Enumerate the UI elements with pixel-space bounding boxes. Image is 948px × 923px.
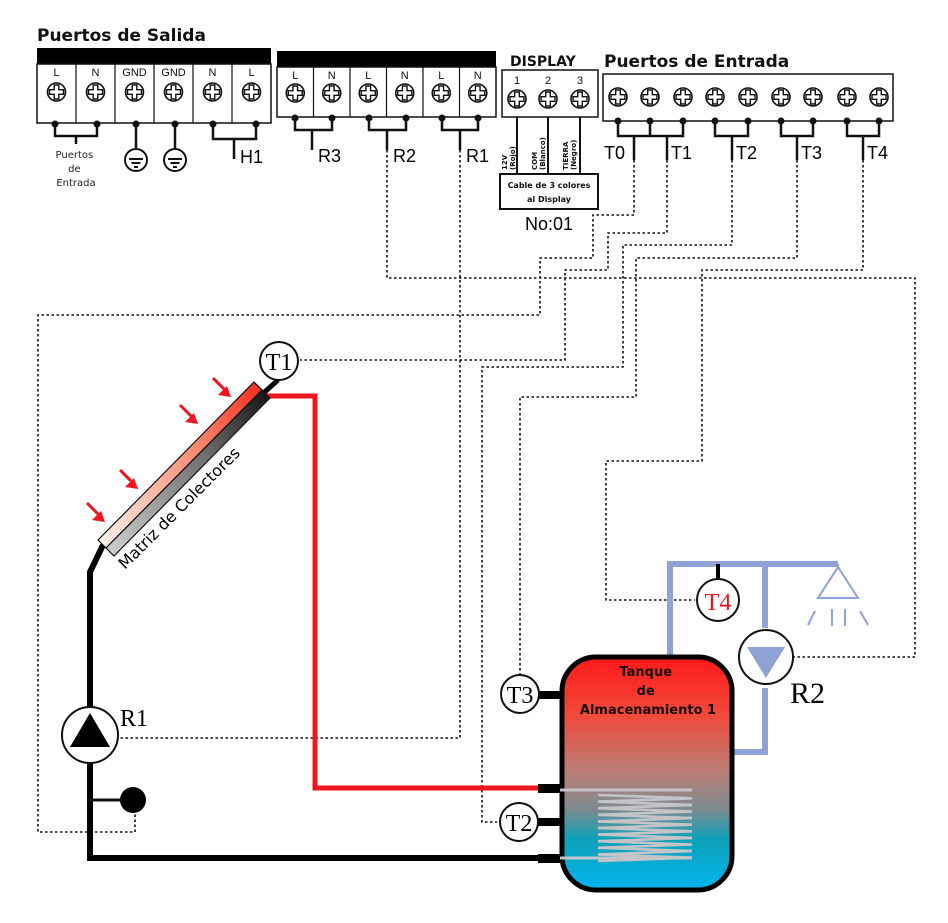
terminal-label: GND bbox=[122, 67, 147, 79]
t3-label: T3 bbox=[801, 143, 822, 163]
collector-return-pipe bbox=[87, 543, 560, 861]
sensor-t1: T1 bbox=[259, 341, 299, 381]
input-ports-note: Puertos de Entrada bbox=[56, 150, 97, 189]
output-ports-heading: Puertos de Salida bbox=[37, 26, 206, 46]
terminal-label: L bbox=[292, 70, 298, 82]
sun-arrow-icons bbox=[85, 376, 231, 522]
pump-r1-label: R1 bbox=[120, 706, 148, 732]
hot-water-pipes bbox=[667, 561, 838, 755]
h1-label: H1 bbox=[240, 147, 263, 167]
t2-label: T2 bbox=[736, 143, 757, 163]
expansion-vessel bbox=[90, 787, 146, 813]
screw-icon bbox=[321, 83, 342, 103]
svg-text:Cable de 3 colores: Cable de 3 colores bbox=[508, 181, 591, 190]
t1-label: T1 bbox=[671, 143, 692, 163]
wire-com-label: COM(Blanco) bbox=[531, 137, 547, 170]
output-block-2-connections bbox=[291, 114, 482, 150]
svg-text:al Display: al Display bbox=[527, 195, 572, 204]
input-ports-heading: Puertos de Entrada bbox=[604, 52, 789, 72]
screw-icon bbox=[431, 83, 452, 103]
terminal-label: N bbox=[474, 70, 482, 82]
screw-icon bbox=[738, 87, 758, 107]
display-heading: DISPLAY bbox=[510, 54, 577, 70]
terminal-label: L bbox=[248, 67, 254, 79]
output-block-1-connections bbox=[51, 120, 260, 172]
screw-icon bbox=[202, 82, 223, 102]
svg-text:T4: T4 bbox=[705, 590, 732, 616]
screw-icon bbox=[570, 89, 590, 109]
screw-icon bbox=[241, 82, 262, 102]
screw-icon bbox=[285, 83, 306, 103]
heat-exchanger-coil bbox=[558, 788, 693, 863]
screw-icon bbox=[507, 89, 527, 109]
pump-r2-label: R2 bbox=[790, 677, 825, 710]
screw-icon bbox=[640, 87, 660, 107]
ground-icon bbox=[124, 148, 148, 172]
sensor-t4: T4 bbox=[696, 564, 740, 622]
svg-text:T3: T3 bbox=[507, 683, 534, 709]
screw-icon bbox=[608, 87, 628, 107]
screw-icon bbox=[803, 87, 823, 107]
screw-icon bbox=[771, 87, 791, 107]
display-terminal-block: 1 2 3 bbox=[501, 69, 599, 118]
display-wires: 12V(Rojo) COM(Blanco) TIERRA(Negro) bbox=[501, 117, 581, 174]
output-block-1: L N GND GND N L bbox=[36, 48, 272, 124]
tank-connections bbox=[538, 691, 560, 863]
coil-turn bbox=[597, 856, 693, 863]
screw-icon bbox=[705, 87, 725, 107]
signal-wires bbox=[37, 150, 916, 833]
t0-label: T0 bbox=[604, 143, 625, 163]
collector-supply-pipe bbox=[258, 393, 545, 791]
svg-text:T1: T1 bbox=[266, 350, 293, 376]
input-terminal-block bbox=[602, 73, 894, 122]
screw-icon bbox=[837, 87, 857, 107]
r1-label: R1 bbox=[466, 146, 489, 166]
screw-icon bbox=[394, 83, 415, 103]
terminal-label: N bbox=[328, 70, 336, 82]
pump-r1 bbox=[61, 706, 119, 764]
t4-label: T4 bbox=[867, 143, 888, 163]
wire-tierra-label: TIERRA(Negro) bbox=[562, 140, 578, 170]
sensor-t3: T3 bbox=[500, 674, 540, 714]
screw-icon bbox=[869, 87, 889, 107]
wire-12v-label: 12V(Rojo) bbox=[501, 146, 517, 170]
terminal-label: L bbox=[365, 70, 371, 82]
terminal-label: L bbox=[53, 67, 59, 79]
screw-icon bbox=[85, 82, 106, 102]
display-cable-box: Cable de 3 colores al Display bbox=[499, 173, 599, 210]
screw-icon bbox=[538, 89, 558, 109]
svg-text:T2: T2 bbox=[506, 811, 533, 837]
screw-icon bbox=[46, 82, 67, 102]
screw-icon bbox=[163, 82, 184, 102]
shower-icon bbox=[807, 564, 869, 626]
tank-label: Tanque de Almacenamiento 1 bbox=[580, 665, 716, 718]
sensor-t2: T2 bbox=[499, 802, 539, 842]
ground-icon bbox=[163, 148, 187, 172]
solar-collector-array bbox=[97, 381, 271, 557]
svg-text:3: 3 bbox=[577, 75, 583, 87]
svg-text:2: 2 bbox=[545, 75, 551, 87]
svg-text:1: 1 bbox=[514, 75, 520, 87]
pump-r2 bbox=[738, 629, 794, 685]
terminal-label: GND bbox=[161, 67, 186, 79]
screw-icon bbox=[358, 83, 379, 103]
r3-label: R3 bbox=[318, 146, 341, 166]
screw-icon bbox=[467, 83, 488, 103]
display-number: No:01 bbox=[525, 214, 573, 234]
terminal-label: N bbox=[209, 67, 217, 79]
terminal-label: N bbox=[401, 70, 409, 82]
screw-icon bbox=[673, 87, 693, 107]
r2-label: R2 bbox=[393, 146, 416, 166]
input-connections bbox=[614, 117, 883, 160]
terminal-label: N bbox=[92, 67, 100, 79]
terminal-label: L bbox=[438, 70, 444, 82]
screw-icon bbox=[124, 82, 145, 102]
